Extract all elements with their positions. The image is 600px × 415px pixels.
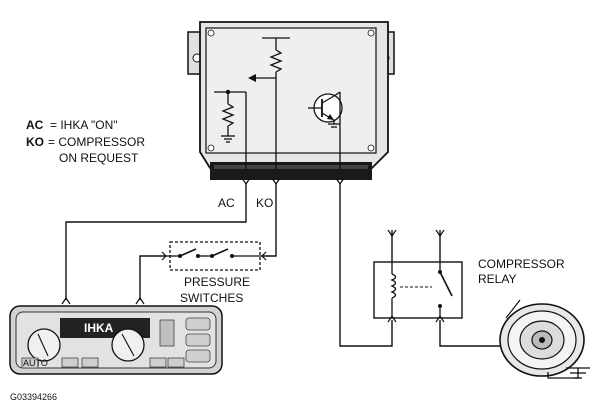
left-temp-knob[interactable] xyxy=(27,328,61,362)
legend-ko-key: KO xyxy=(26,135,44,149)
rear-defrost-button[interactable] xyxy=(185,349,211,363)
wire-ac xyxy=(65,184,247,300)
panel-button-left-up[interactable] xyxy=(81,357,99,368)
panel-button-stack[interactable] xyxy=(159,319,175,347)
wire-ko xyxy=(262,184,277,257)
wire-pressure-switch-out xyxy=(139,255,166,300)
wire-label-ko: KO xyxy=(256,196,273,210)
wire-relay-coil xyxy=(339,184,393,347)
auto-button[interactable] xyxy=(21,357,39,369)
compressor-clutch xyxy=(499,299,590,379)
pressure-switches-label-line1: PRESSURE xyxy=(184,275,250,289)
wire-label-ac: AC xyxy=(218,196,235,210)
legend-ac-key: AC xyxy=(26,118,44,132)
panel-button-left-down[interactable] xyxy=(61,357,79,368)
climate-control-panel xyxy=(9,296,223,375)
control-module xyxy=(187,21,395,186)
compressor-relay-label-line2: RELAY xyxy=(478,272,516,286)
compressor-relay xyxy=(373,229,463,323)
recirc-button[interactable] xyxy=(185,333,211,347)
auto-button-label: AUTO xyxy=(23,358,48,368)
panel-display-text: IHKA xyxy=(84,321,114,335)
legend-ko-value-line1: = COMPRESSOR xyxy=(48,135,145,149)
compressor-relay-label-line1: COMPRESSOR xyxy=(478,257,565,271)
wire-compressor xyxy=(439,320,510,347)
panel-button-right-down[interactable] xyxy=(149,357,167,368)
pressure-switches xyxy=(161,241,267,271)
legend: AC = IHKA "ON" KO = COMPRESSOR ON REQUES… xyxy=(26,118,145,165)
panel-button-right-up[interactable] xyxy=(167,357,185,368)
legend-ko-value-line2: ON REQUEST xyxy=(59,151,139,165)
legend-ac-value: = IHKA "ON" xyxy=(50,118,118,132)
pressure-switches-label-line2: SWITCHES xyxy=(180,291,243,305)
figure-code: G03394266 xyxy=(10,392,57,402)
defrost-button[interactable] xyxy=(185,317,211,331)
